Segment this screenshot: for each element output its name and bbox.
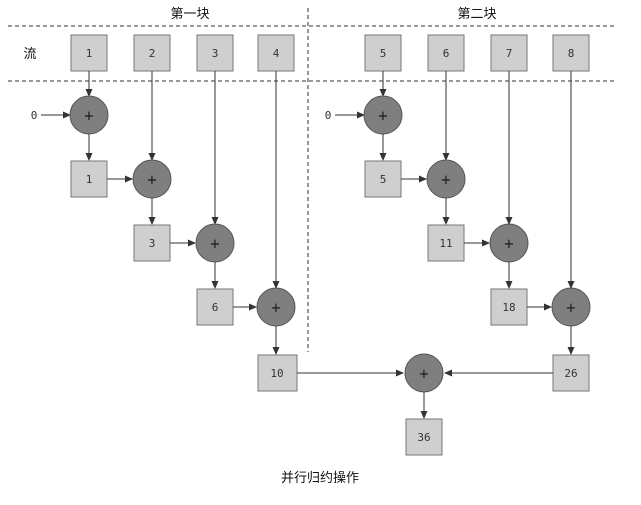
plus-node: + <box>132 159 172 199</box>
stream-value: 3 <box>212 47 219 60</box>
plus-node: + <box>195 223 235 263</box>
plus-node: + <box>426 159 466 199</box>
stream-value: 1 <box>86 47 93 60</box>
plus-sign: + <box>147 173 158 188</box>
partial-sum-box: 6 <box>196 288 234 326</box>
block1-header: 第一块 <box>170 7 209 22</box>
plus-sign: + <box>504 237 515 252</box>
plus-sign: + <box>441 173 452 188</box>
partial-value: 6 <box>212 301 219 314</box>
partial-value: 18 <box>502 301 515 314</box>
plus-node-combine: + <box>404 353 444 393</box>
plus-sign: + <box>271 301 282 316</box>
stream-value: 5 <box>380 47 387 60</box>
plus-node: + <box>256 287 296 327</box>
stream-value: 7 <box>506 47 513 60</box>
plus-sign: + <box>84 109 95 124</box>
result-value: 26 <box>564 367 577 380</box>
partial-sum-box: 1 <box>70 160 108 198</box>
stream-item-5: 5 <box>364 34 402 72</box>
partial-sum-box: 5 <box>364 160 402 198</box>
stream-item-2: 2 <box>133 34 171 72</box>
partial-sum-box: 11 <box>427 224 465 262</box>
stream-item-7: 7 <box>490 34 528 72</box>
block2-header: 第二块 <box>457 7 496 22</box>
plus-sign: + <box>566 301 577 316</box>
plus-node: + <box>69 95 109 135</box>
stream-item-4: 4 <box>257 34 295 72</box>
stream-label: 流 <box>23 47 36 62</box>
stream-item-6: 6 <box>427 34 465 72</box>
result-value: 10 <box>270 367 283 380</box>
figure-caption: 并行归约操作 <box>281 470 359 486</box>
partial-value: 1 <box>86 173 93 186</box>
partial-sum-box: 18 <box>490 288 528 326</box>
partial-value: 11 <box>439 237 452 250</box>
stream-value: 6 <box>443 47 450 60</box>
plus-sign: + <box>378 109 389 124</box>
plus-sign: + <box>419 367 430 382</box>
block1-result-box: 10 <box>257 354 298 392</box>
stream-item-3: 3 <box>196 34 234 72</box>
stream-value: 4 <box>273 47 280 60</box>
plus-node: + <box>363 95 403 135</box>
partial-value: 5 <box>380 173 387 186</box>
stream-value: 8 <box>568 47 575 60</box>
block2-result-box: 26 <box>552 354 590 392</box>
partial-sum-box: 3 <box>133 224 171 262</box>
plus-sign: + <box>210 237 221 252</box>
plus-node: + <box>551 287 591 327</box>
stream-item-8: 8 <box>552 34 590 72</box>
stream-value: 2 <box>149 47 156 60</box>
final-result-box: 36 <box>405 418 443 456</box>
final-value: 36 <box>417 431 430 444</box>
plus-node: + <box>489 223 529 263</box>
initial-zero-block2: 0 <box>325 109 332 122</box>
partial-value: 3 <box>149 237 156 250</box>
stream-item-1: 1 <box>70 34 108 72</box>
initial-zero-block1: 0 <box>31 109 38 122</box>
